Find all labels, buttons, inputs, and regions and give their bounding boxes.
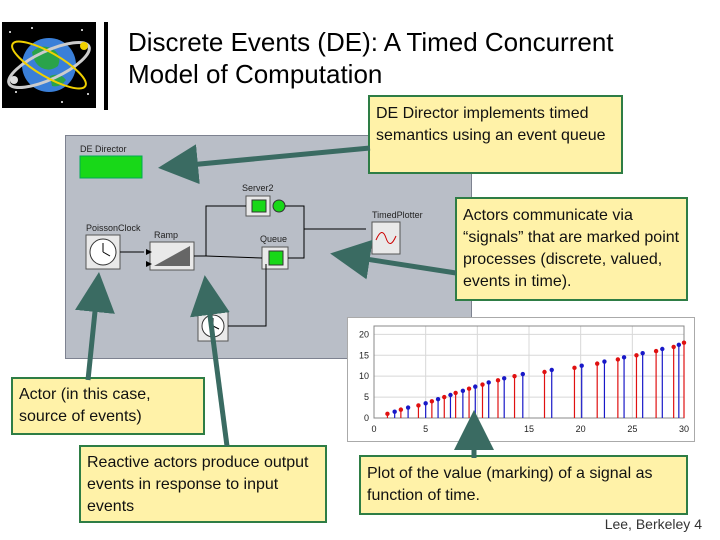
footer-credit: Lee, Berkeley 4 — [604, 516, 702, 532]
stem-point — [681, 340, 687, 345]
queue-actor[interactable] — [261, 246, 289, 270]
wires — [120, 205, 366, 327]
stem-point — [480, 382, 485, 387]
queue-label: Queue — [260, 234, 287, 244]
stem-point — [429, 399, 435, 404]
ramp-actor[interactable] — [146, 241, 195, 271]
stem-point — [435, 396, 441, 402]
arrow-to-reactive — [190, 275, 230, 447]
stem-point — [549, 367, 554, 373]
stem-point — [442, 394, 447, 400]
y-tick-label: 20 — [359, 329, 369, 339]
arrow-to-poisson — [75, 272, 115, 381]
logo-globe — [2, 22, 96, 108]
plotter-label: TimedPlotter — [372, 210, 423, 220]
y-tick-label: 0 — [364, 413, 369, 423]
callout-reactive: Reactive actors produce output events in… — [79, 445, 327, 523]
stem-point — [466, 386, 472, 391]
y-tick-label: 5 — [364, 392, 369, 402]
title-line-2: Model of Computation — [128, 59, 383, 89]
timed-plotter-actor[interactable] — [371, 221, 401, 255]
stem-point — [653, 348, 659, 354]
y-tick-label: 15 — [359, 350, 369, 360]
poisson-clock-actor[interactable] — [85, 234, 121, 270]
slide-title: Discrete Events (DE): A Timed Concurrent… — [128, 26, 708, 90]
x-tick-label: 5 — [423, 424, 428, 434]
stem-point — [572, 365, 577, 371]
callout-director: DE Director implements timed semantics u… — [368, 95, 623, 174]
title-line-1: Discrete Events (DE): A Timed Concurrent — [128, 27, 614, 57]
stem-point — [495, 378, 501, 383]
stem-point — [621, 355, 627, 360]
stem-point — [423, 401, 428, 406]
stem-point — [398, 407, 404, 412]
x-tick-label: 30 — [679, 424, 689, 434]
stem-point — [615, 357, 621, 362]
stem-point — [453, 390, 458, 396]
stem-point — [473, 384, 478, 389]
callout-signals: Actors communicate via “signals” that ar… — [455, 197, 688, 301]
ramp-label: Ramp — [154, 230, 178, 240]
stem-point — [405, 405, 411, 410]
director-label: DE Director — [80, 144, 127, 154]
stem-point — [671, 344, 676, 350]
director-icon[interactable] — [79, 155, 143, 179]
stem-point — [602, 359, 607, 364]
server-actor[interactable] — [245, 195, 286, 217]
poisson-label: PoissonClock — [86, 223, 141, 233]
title-divider — [104, 22, 108, 110]
stem-point — [676, 342, 682, 348]
stem-point — [502, 376, 507, 381]
x-tick-label: 0 — [371, 424, 376, 434]
stem-point — [460, 388, 466, 394]
stem-point — [640, 350, 645, 356]
stem-point — [595, 361, 600, 366]
stem-point — [385, 411, 390, 417]
stem-point — [542, 369, 547, 375]
callout-plot: Plot of the value (marking) of a signal … — [359, 455, 688, 515]
stem-point — [634, 353, 639, 358]
arrow-to-wire — [330, 239, 457, 280]
stem-point — [520, 371, 525, 377]
stem-point — [416, 403, 421, 408]
stem-point — [448, 392, 453, 398]
arrow-to-director — [158, 144, 371, 185]
server-label: Server2 — [242, 183, 274, 193]
stem-point — [579, 363, 584, 368]
x-tick-label: 20 — [576, 424, 586, 434]
stem-point — [512, 373, 517, 379]
stem-point — [392, 409, 397, 414]
stem-point — [660, 346, 665, 352]
stem-point — [486, 380, 491, 385]
x-tick-label: 15 — [524, 424, 534, 434]
y-tick-label: 10 — [359, 371, 369, 381]
callout-source: Actor (in this case, source of events) — [11, 377, 205, 435]
x-tick-label: 25 — [627, 424, 637, 434]
